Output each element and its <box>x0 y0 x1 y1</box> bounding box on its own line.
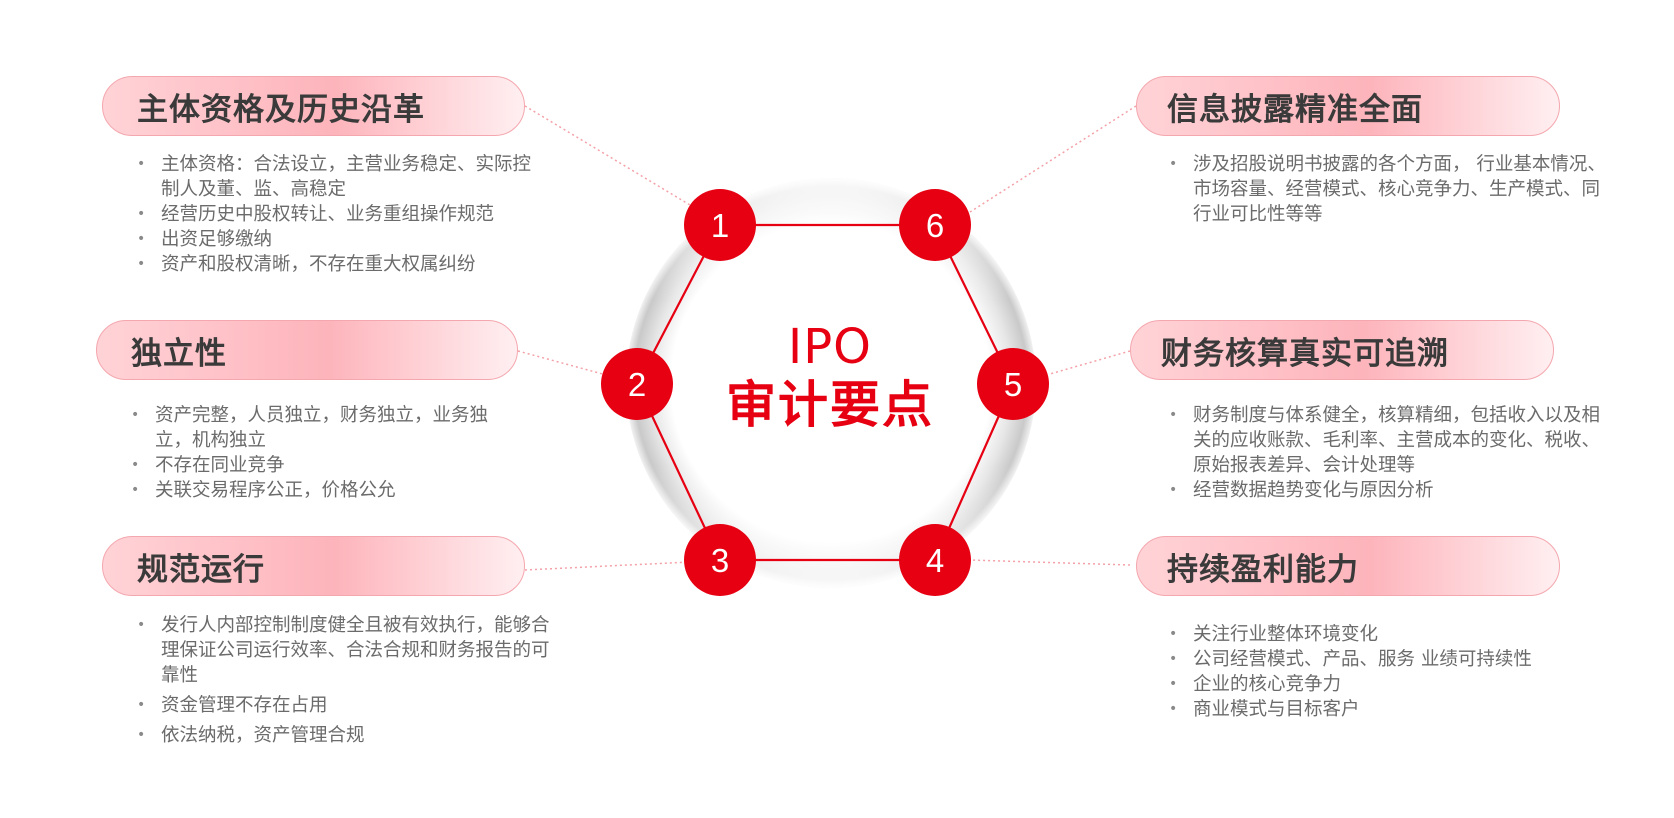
section-2-title: 独立性 <box>96 320 518 380</box>
section-2-title-text: 独立性 <box>131 335 227 372</box>
node-4-label: 4 <box>926 542 944 579</box>
section-6-title-text: 信息披露精准全面 <box>1167 91 1423 128</box>
connector-3 <box>524 561 691 571</box>
connector-5 <box>1049 350 1131 375</box>
section-4-title-text: 持续盈利能力 <box>1167 551 1359 588</box>
node-6: 6 <box>899 189 971 261</box>
node-1-label: 1 <box>711 207 729 244</box>
section-3-list: 发行人内部控制制度健全且被有效执行，能够合理保证公司运行效率、合法合规和财务报告… <box>134 613 554 753</box>
section-3-title-text: 规范运行 <box>137 551 265 588</box>
section-4-item: 商业模式与目标客户 <box>1166 697 1616 722</box>
section-1-item: 经营历史中股权转让、业务重组操作规范 <box>134 202 534 227</box>
section-6-item: 涉及招股说明书披露的各个方面， 行业基本情况、市场容量、经营模式、核心竞争力、生… <box>1166 152 1616 227</box>
connector-1 <box>524 105 691 206</box>
node-group: 1 2 3 4 5 6 <box>601 189 1049 596</box>
section-3-item: 资金管理不存在占用 <box>134 693 554 718</box>
center-title-line2: 审计要点 <box>726 376 934 434</box>
section-6-list: 涉及招股说明书披露的各个方面， 行业基本情况、市场容量、经营模式、核心竞争力、生… <box>1166 152 1616 227</box>
section-4-item: 企业的核心竞争力 <box>1166 672 1616 697</box>
section-3-item: 发行人内部控制制度健全且被有效执行，能够合理保证公司运行效率、合法合规和财务报告… <box>134 613 554 688</box>
center-title-line1: IPO <box>788 319 872 375</box>
node-2-label: 2 <box>628 366 646 403</box>
section-5-title-text: 财务核算真实可追溯 <box>1161 335 1449 372</box>
section-1-list: 主体资格：合法设立，主营业务稳定、实际控制人及董、监、高稳定 经营历史中股权转让… <box>134 152 534 277</box>
section-2-item: 资产完整，人员独立，财务独立，业务独立，机构独立 <box>128 403 520 453</box>
connector-6 <box>969 105 1137 213</box>
section-1-title-text: 主体资格及历史沿革 <box>137 91 425 128</box>
section-2-list: 资产完整，人员独立，财务独立，业务独立，机构独立 不存在同业竞争 关联交易程序公… <box>128 403 520 503</box>
section-4-item: 关注行业整体环境变化 <box>1166 622 1616 647</box>
section-4-list: 关注行业整体环境变化 公司经营模式、产品、服务 业绩可持续性 企业的核心竞争力 … <box>1166 622 1616 722</box>
node-1: 1 <box>684 189 756 261</box>
node-6-label: 6 <box>926 207 944 244</box>
node-2: 2 <box>601 348 673 420</box>
section-4-title: 持续盈利能力 <box>1136 536 1560 596</box>
section-3-title: 规范运行 <box>102 536 525 596</box>
section-6-title: 信息披露精准全面 <box>1136 76 1560 136</box>
section-5-item: 经营数据趋势变化与原因分析 <box>1166 478 1616 503</box>
center-title: IPO 审计要点 <box>700 318 960 434</box>
section-5-title: 财务核算真实可追溯 <box>1130 320 1554 380</box>
node-5: 5 <box>977 348 1049 420</box>
section-5-list: 财务制度与体系健全，核算精细，包括收入以及相关的应收账款、毛利率、主营成本的变化… <box>1166 403 1616 503</box>
section-4-item: 公司经营模式、产品、服务 业绩可持续性 <box>1166 647 1616 672</box>
section-2-item: 关联交易程序公正，价格公允 <box>128 478 520 503</box>
connector-2 <box>517 350 611 377</box>
section-1-item: 主体资格：合法设立，主营业务稳定、实际控制人及董、监、高稳定 <box>134 152 534 202</box>
node-4: 4 <box>899 524 971 596</box>
section-2-item: 不存在同业竞争 <box>128 453 520 478</box>
section-1-item: 资产和股权清晰，不存在重大权属纠纷 <box>134 252 534 277</box>
section-1-item: 出资足够缴纳 <box>134 227 534 252</box>
section-5-item: 财务制度与体系健全，核算精细，包括收入以及相关的应收账款、毛利率、主营成本的变化… <box>1166 403 1616 478</box>
connector-lines <box>517 105 1137 571</box>
node-3-label: 3 <box>711 542 729 579</box>
connector-4 <box>969 559 1131 566</box>
section-3-item: 依法纳税，资产管理合规 <box>134 723 554 748</box>
node-5-label: 5 <box>1004 366 1022 403</box>
node-3: 3 <box>684 524 756 596</box>
section-1-title: 主体资格及历史沿革 <box>102 76 525 136</box>
